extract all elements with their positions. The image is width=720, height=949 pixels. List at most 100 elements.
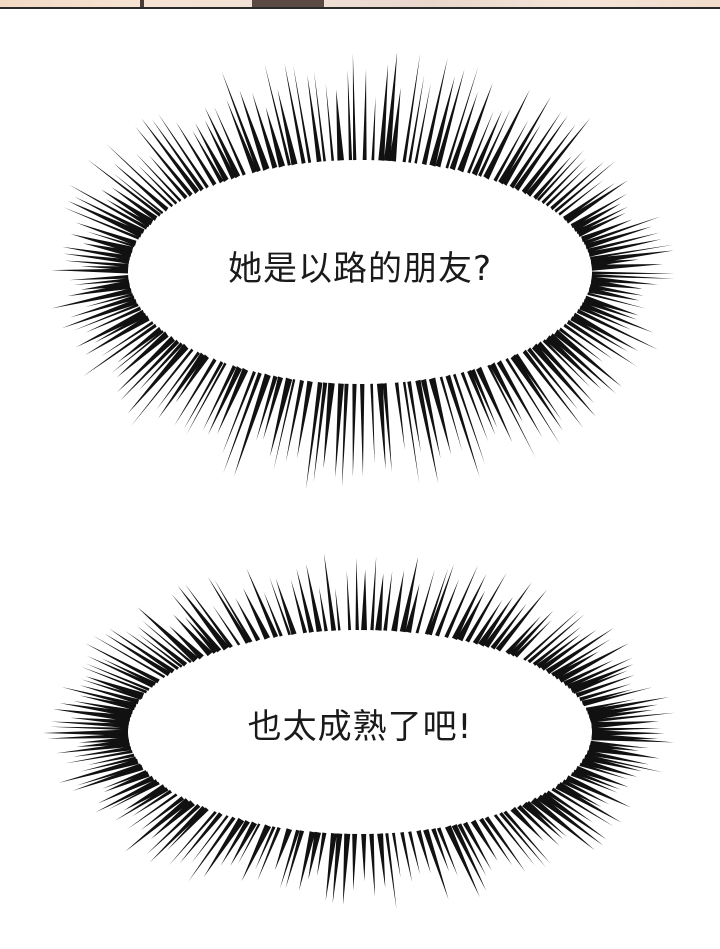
burst-line <box>503 810 551 864</box>
burst-line <box>53 709 131 722</box>
burst-line <box>226 99 258 174</box>
burst-line <box>445 374 480 478</box>
burst-line <box>137 626 188 667</box>
burst-line <box>585 226 652 250</box>
burst-lines-1 <box>51 51 675 489</box>
burst-line <box>483 89 530 180</box>
burst-line <box>525 801 568 838</box>
burst-line <box>177 585 230 651</box>
burst-line <box>551 787 614 827</box>
burst-line <box>576 206 629 235</box>
burst-line <box>86 231 135 248</box>
burst-line <box>436 827 458 877</box>
burst-line <box>570 193 628 229</box>
burst-line <box>471 110 503 176</box>
previous-panel-detail <box>140 0 144 7</box>
burst-line <box>83 323 157 377</box>
burst-line <box>591 273 675 279</box>
burst-line <box>342 833 351 906</box>
burst-line <box>583 216 661 245</box>
burst-line <box>108 628 175 674</box>
burst-line <box>195 122 229 183</box>
burst-line <box>449 91 479 171</box>
burst-line <box>483 582 532 648</box>
burst-line <box>116 331 169 378</box>
burst-line <box>579 305 632 330</box>
burst-line <box>553 651 599 680</box>
burst-line <box>352 53 357 161</box>
burst-line <box>590 712 675 723</box>
burst-line <box>158 352 206 419</box>
burst-line <box>146 803 201 855</box>
burst-line <box>127 343 189 414</box>
burst-line <box>581 302 654 333</box>
burst-line <box>590 244 674 260</box>
burst-line <box>183 361 224 430</box>
burst-line <box>214 579 253 643</box>
burst-line <box>221 71 261 173</box>
burst-line <box>451 824 487 891</box>
burst-line <box>577 212 627 237</box>
burst-line <box>230 821 258 866</box>
burst-line <box>69 274 129 281</box>
burst-line <box>59 703 132 718</box>
burst-line <box>545 165 588 207</box>
burst-line <box>80 280 130 290</box>
burst-line <box>526 117 591 197</box>
burst-line <box>70 717 130 726</box>
burst-line <box>296 568 314 633</box>
burst-line <box>557 782 602 808</box>
burst-line <box>415 569 435 634</box>
burst-line <box>79 685 140 705</box>
burst-line <box>101 321 154 357</box>
burst-line <box>566 319 638 367</box>
burst-line <box>102 770 148 789</box>
burst-line <box>263 591 283 637</box>
burst-line <box>546 790 594 823</box>
burst-line <box>279 829 300 889</box>
burst-line <box>589 742 640 751</box>
burst-line <box>407 381 421 453</box>
burst-line <box>84 293 133 308</box>
burst-line <box>509 111 562 189</box>
burst-line <box>444 825 480 898</box>
burst-line <box>550 161 605 211</box>
burst-line <box>184 617 218 654</box>
burst-line <box>137 164 178 205</box>
burst-line <box>306 564 323 633</box>
burst-line <box>391 570 405 632</box>
burst-line <box>522 349 584 429</box>
burst-line <box>510 354 564 431</box>
burst-line <box>510 806 545 842</box>
burst-line <box>399 556 419 633</box>
burst-line <box>346 570 352 631</box>
burst-line <box>591 721 659 729</box>
burst-line <box>565 775 631 808</box>
burst-line <box>451 573 487 640</box>
burst-line <box>591 276 659 285</box>
burst-line <box>420 378 441 459</box>
burst-line <box>73 278 129 285</box>
burst-line <box>123 784 167 811</box>
burst-line <box>313 382 328 483</box>
burst-line <box>137 607 199 663</box>
burst-line <box>428 377 452 455</box>
burst-line <box>308 831 322 880</box>
burst-line <box>588 287 640 301</box>
burst-line <box>290 579 308 634</box>
burst-line <box>490 603 527 650</box>
burst-line <box>117 335 175 393</box>
burst-line <box>576 309 659 350</box>
burst-line <box>113 162 169 212</box>
burst-line <box>394 382 405 451</box>
burst-line <box>101 189 154 226</box>
burst-line <box>375 573 384 631</box>
burst-line <box>575 674 635 698</box>
burst-line <box>188 816 236 882</box>
burst-line <box>49 726 129 731</box>
burst-line <box>336 89 344 161</box>
burst-line <box>255 826 276 870</box>
burst-line <box>541 792 607 840</box>
burst-line <box>51 721 129 729</box>
burst-line <box>423 829 449 900</box>
